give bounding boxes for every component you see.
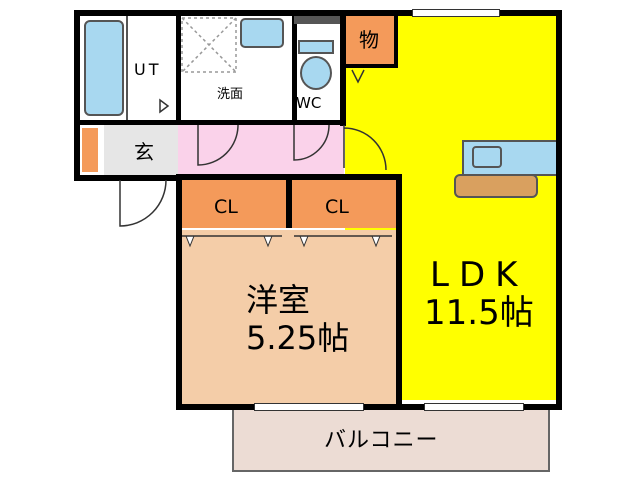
wall-bottom <box>176 404 562 410</box>
window-top <box>412 9 500 17</box>
wall-left <box>74 10 80 180</box>
washroom-label: 洗面 <box>217 87 244 102</box>
balcony-label: バルコニー <box>324 428 439 453</box>
western-room-name: 洋室 <box>246 281 311 319</box>
wall-bottom-left <box>74 175 180 181</box>
kitchen-counter <box>454 174 538 198</box>
toilet-bowl <box>300 56 332 90</box>
wall-closet-divider <box>286 180 292 228</box>
unit-bath-label: UT <box>134 60 162 79</box>
ldk-size: 11.5帖 <box>424 293 534 333</box>
bathtub <box>84 20 124 116</box>
window-bottom-ldk <box>424 403 524 411</box>
wall-ut-bottom <box>80 120 344 125</box>
closet-right-label: CL <box>325 196 349 218</box>
ldk-name: LDK <box>430 255 528 295</box>
bath-wall-line <box>126 16 128 120</box>
wall-wc-left <box>292 16 297 120</box>
balcony <box>232 408 550 472</box>
closet-left <box>180 180 286 228</box>
wall-wc-right <box>340 16 346 126</box>
window-bottom-western <box>254 403 364 411</box>
western-room <box>176 230 402 406</box>
entrance-shoe-box <box>82 128 98 172</box>
wall-top-left <box>74 10 346 16</box>
kitchen-sink <box>472 146 502 168</box>
wall-western-left <box>176 174 182 410</box>
entrance-floor <box>104 125 178 175</box>
wall-storage-right <box>394 16 398 68</box>
closet-right <box>292 180 396 228</box>
storage-label: 物 <box>359 28 379 52</box>
western-room-size: 5.25帖 <box>246 319 350 357</box>
wall-ut-right <box>176 16 181 120</box>
wall-right <box>556 10 562 410</box>
wall-western-right <box>396 174 402 410</box>
storage-room <box>346 16 394 66</box>
entrance-label: 玄 <box>134 140 154 164</box>
toilet-label: WC <box>296 94 322 112</box>
wall-wc-vent <box>294 16 340 24</box>
wall-storage-bottom <box>346 64 396 68</box>
wall-western-top <box>176 174 402 180</box>
hallway <box>178 125 344 175</box>
toilet-tank <box>298 40 334 54</box>
closet-left-label: CL <box>214 196 238 218</box>
wash-basin <box>240 18 284 48</box>
